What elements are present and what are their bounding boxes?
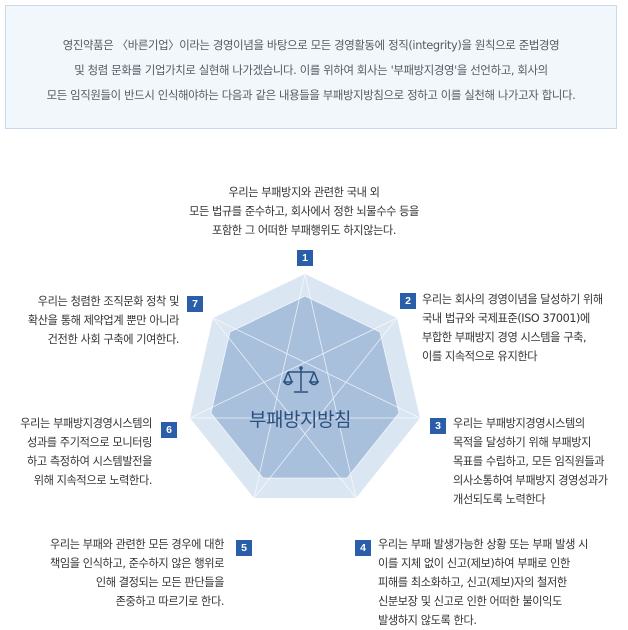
intro-line-1: 영진약품은 〈바른기업〉이라는 경영이념을 바탕으로 모든 경영활동에 정직(i… <box>62 38 560 52</box>
policy-7-text: 우리는 청렴한 조직문화 정착 및 확산을 통해 제약업계 뿐만 아니라 건전한… <box>27 292 180 349</box>
policy-4-line: 발생하지 않도록 한다. <box>378 614 477 627</box>
policy-6-line: 위해 지속적으로 노력한다. <box>33 474 153 487</box>
policy-4-line: 이를 지체 없이 신고(제보)하여 부패로 인한 <box>378 557 570 570</box>
policy-2-line: 부합한 부패방지 경영 시스템을 구축, <box>422 331 587 344</box>
policy-4-text: 우리는 부패 발생가능한 상황 또는 부패 발생 시 이를 지체 없이 신고(제… <box>378 535 588 630</box>
policy-6-line: 우리는 부패방지경영시스템의 <box>20 417 152 430</box>
policy-4-line: 피해를 최소화하고, 신고(제보)자의 철저한 <box>378 576 567 589</box>
policy-6-line: 하고 측정하여 시스템발전을 <box>26 455 152 468</box>
policy-2-text: 우리는 회사의 경영이념을 달성하기 위해 국내 법규와 국제표준(ISO 37… <box>422 290 603 366</box>
policy-7-line: 우리는 청렴한 조직문화 정착 및 <box>37 295 180 308</box>
policy-5-line: 우리는 부패와 관련한 모든 경우에 대한 <box>49 538 224 551</box>
policy-3-text: 우리는 부패방지경영시스템의 목적을 달성하기 위해 부패방지 목표를 수립하고… <box>453 414 608 509</box>
star-lines <box>189 273 421 499</box>
policy-6-badge: 6 <box>161 422 177 438</box>
policy-5-text: 우리는 부패와 관련한 모든 경우에 대한 책임을 인식하고, 준수하지 않은 … <box>50 535 224 611</box>
policy-7-badge: 7 <box>187 296 203 312</box>
scale-of-justice-icon <box>283 366 319 393</box>
policy-3-line: 의사소통하여 부패방지 경영성과가 <box>453 474 608 487</box>
policy-2-badge: 2 <box>400 293 416 309</box>
policy-5-line: 존중하고 따르기로 한다. <box>115 595 225 608</box>
policy-3-line: 우리는 부패방지경영시스템의 <box>453 417 585 430</box>
policy-2-line: 우리는 회사의 경영이념을 달성하기 위해 <box>422 293 603 306</box>
policy-4-badge: 4 <box>355 540 371 556</box>
policy-1-badge: 1 <box>297 250 313 266</box>
intro-box: 영진약품은 〈바른기업〉이라는 경영이념을 바탕으로 모든 경영활동에 정직(i… <box>5 5 617 129</box>
policy-1-line: 모든 법규를 준수하고, 회사에서 정한 뇌물수수 등을 <box>189 205 419 218</box>
intro-line-2: 및 청렴 문화를 기업가치로 실현해 나가겠습니다. 이를 위하여 회사는 '부… <box>74 63 548 77</box>
policy-4-line: 우리는 부패 발생가능한 상황 또는 부패 발생 시 <box>378 538 589 551</box>
policy-1-line: 우리는 부패방지와 관련한 국내 외 <box>228 186 380 199</box>
policy-3-line: 목적을 달성하기 위해 부패방지 <box>453 436 592 449</box>
policy-4-line: 신분보장 및 신고로 인한 어떠한 불이익도 <box>378 595 562 608</box>
policy-7-line: 확산을 통해 제약업계 뿐만 아니라 <box>27 314 180 327</box>
intro-line-3: 모든 임직원들이 반드시 인식해야하는 다음과 같은 내용들을 부패방지방침으로… <box>46 88 576 102</box>
policy-1-line: 포함한 그 어떠한 부패행위도 하지않는다. <box>212 224 396 237</box>
policy-3-badge: 3 <box>430 418 446 434</box>
policy-1-text: 우리는 부패방지와 관련한 국내 외 모든 법규를 준수하고, 회사에서 정한 … <box>165 183 443 240</box>
center-title: 부패방지방침 <box>249 409 351 431</box>
policy-3-line: 목표를 수립하고, 모든 임직원들과 <box>453 455 605 468</box>
policy-6-text: 우리는 부패방지경영시스템의 성과를 주기적으로 모니터링 하고 측정하여 시스… <box>20 414 152 490</box>
policy-5-line: 인해 결정되는 모든 판단들을 <box>95 576 225 589</box>
inner-heptagon <box>211 296 399 478</box>
policy-6-line: 성과를 주기적으로 모니터링 <box>26 436 152 449</box>
policy-2-line: 국내 법규와 국제표준(ISO 37001)에 <box>422 312 590 325</box>
policy-5-line: 책임을 인식하고, 준수하지 않은 행위로 <box>49 557 224 570</box>
policy-7-line: 건전한 사회 구축에 기여한다. <box>47 333 180 346</box>
policy-5-badge: 5 <box>236 540 252 556</box>
policy-2-line: 이를 지속적으로 유지한다 <box>422 350 538 363</box>
policy-3-line: 개선되도록 노력한다 <box>453 493 546 506</box>
